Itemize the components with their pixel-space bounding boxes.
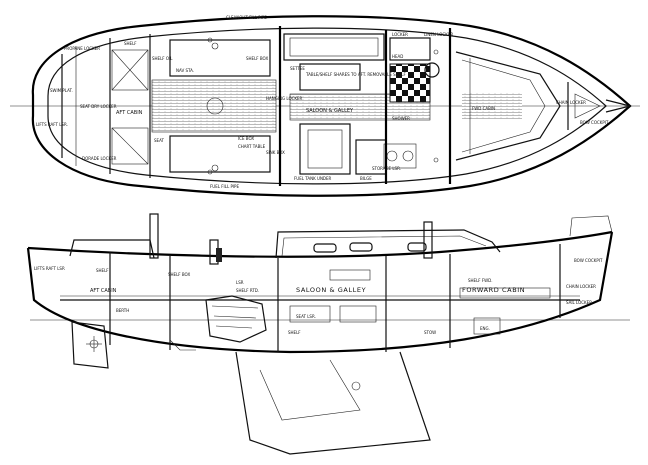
- profile-label-stow: STOW: [424, 330, 436, 335]
- plan-label-ice-box: ICE BOX: [238, 136, 254, 141]
- profile-label-shelf-fwd: SHELF FWD.: [468, 278, 492, 283]
- plan-label-shelf-box: SHELF BOX: [246, 56, 268, 61]
- profile-label-shelf-box: SHELF BOX: [168, 272, 190, 277]
- plan-view: SWIM PLAT. LIFTS RAFT LSR. PROPANE LOCKE…: [10, 15, 640, 197]
- plan-label-bow-cockpit: BOW COCKPIT: [580, 120, 609, 125]
- plan-label-shelf-oil: SHELF OIL: [152, 56, 173, 61]
- profile-label-lsr: LSR: [236, 280, 244, 285]
- plan-label-table: TABLE/SHELF SHARES TO AFT. REMOVABLE SHE…: [305, 72, 406, 77]
- profile-view: LIFTS RAFT LSR AFT CABIN SHELF SHELF BOX…: [26, 213, 630, 455]
- plan-label-hanging-locker: HANGING LOCKER: [266, 96, 303, 101]
- plan-label-shower: SHOWER: [392, 116, 410, 121]
- profile-label-seat-lsr: SEAT LSR.: [296, 314, 316, 319]
- plan-label-shelf: SHELF: [124, 41, 137, 46]
- plan-label-fuel-fill-pipe: FUEL FILL PIPE: [210, 184, 239, 189]
- profile-label-aft-cabin: AFT CABIN: [90, 288, 117, 294]
- plan-label-cleanout-fill-pipe: CLEANOUT FILL PIPE: [226, 15, 267, 20]
- profile-label-shelf-rtd: SHELF RTD.: [236, 288, 259, 293]
- plan-label-seat: SEAT: [154, 138, 164, 143]
- plan-label-settee: SETTEE: [290, 66, 305, 71]
- plan-label-head: HEAD: [392, 54, 403, 59]
- plan-label-chart-table: CHART TABLE: [238, 144, 266, 149]
- profile-label-chain-locker: CHAIN LOCKER: [566, 284, 596, 289]
- profile-deckhouse: [275, 229, 501, 259]
- rudder: [71, 321, 109, 369]
- profile-label-saloon-galley: SALOON & GALLEY: [296, 286, 366, 294]
- profile-label-eng: ENG.: [480, 326, 490, 331]
- plan-label-saloon-galley: SALOON & GALLEY: [306, 108, 354, 114]
- plan-label-sink-box: SINK BOX: [266, 150, 285, 155]
- plan-label-fwd-cabin: FWD CABIN: [472, 106, 495, 111]
- profile-label-shelf: SHELF: [96, 268, 109, 273]
- plan-label-nav-station: NAV STA.: [176, 68, 194, 73]
- profile-sheer-line: [27, 230, 613, 258]
- plan-label-linen-locker: LINEN LOCKER: [424, 32, 453, 37]
- profile-label-berth: BERTH: [116, 308, 129, 313]
- plan-label-chain-locker: CHAIN LOCKER: [556, 100, 586, 105]
- profile-label-lifts-raft: LIFTS RAFT LSR: [34, 266, 65, 271]
- profile-label-shelf-under: SHELF: [288, 330, 301, 335]
- plan-label-dorade-locker: DORADE LOCKER: [82, 156, 117, 161]
- engine-outline: [205, 295, 267, 343]
- profile-label-forward-cabin: FORWARD CABIN: [462, 286, 525, 294]
- plan-label-seat-dry-locker: SEAT DRY LOCKER: [80, 104, 117, 109]
- profile-label-sail-locker: SAIL LOCKER: [566, 300, 592, 305]
- plan-label-swim-platform: SWIM PLAT.: [50, 88, 73, 93]
- plan-label-lifts-raft: LIFTS RAFT LSR.: [36, 122, 68, 127]
- plan-label-locker: LOCKER: [392, 32, 408, 37]
- plan-label-propane-locker: PROPANE LOCKER: [64, 46, 100, 51]
- plan-label-storage: STORAGE LSR.: [372, 166, 401, 171]
- plan-label-aft-cabin: AFT CABIN: [116, 110, 143, 116]
- keel: [235, 351, 431, 455]
- plan-label-bilge: BILGE: [360, 176, 372, 181]
- plan-label-fuel-tank: FUEL TANK UNDER: [294, 176, 332, 181]
- profile-label-bow-cockpit: BOW COCKPIT: [574, 258, 603, 263]
- plan-deck-inner: [47, 27, 607, 185]
